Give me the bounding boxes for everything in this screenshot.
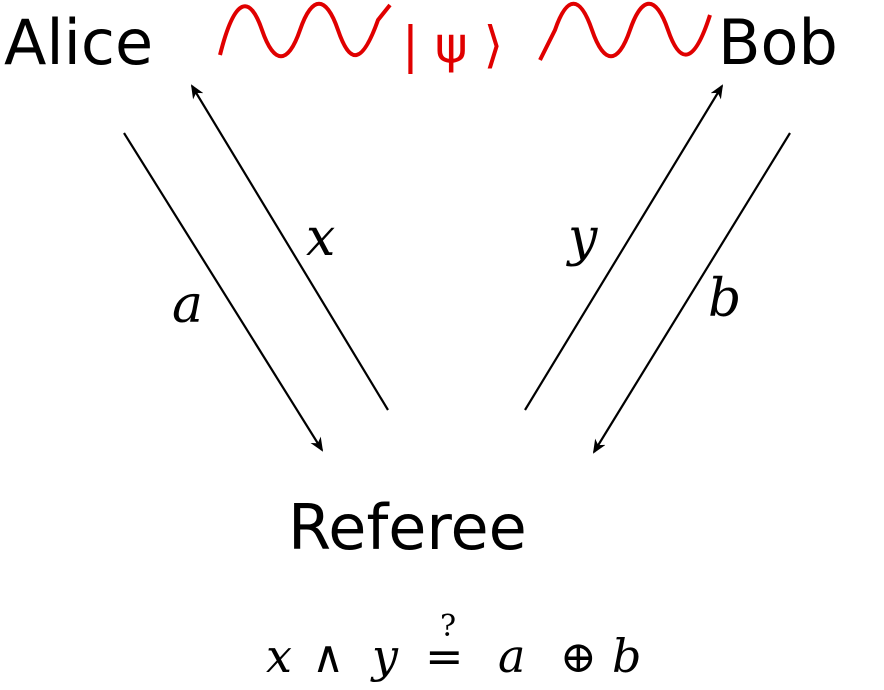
bob-label: Bob xyxy=(718,6,838,79)
condition-equals: = xyxy=(425,629,464,683)
arrow-alice-to-referee xyxy=(123,132,324,452)
condition-question: ? xyxy=(440,609,456,644)
entanglement-wave-right xyxy=(538,1,712,61)
condition-and: ∧ xyxy=(312,632,344,683)
ket-psi-label: | ψ ⟩ xyxy=(402,16,503,74)
entanglement-wave-left xyxy=(218,1,392,59)
alice-label: Alice xyxy=(4,6,153,79)
condition-a: a xyxy=(498,629,525,683)
condition-y: y xyxy=(370,629,399,683)
label-x: x xyxy=(306,208,335,268)
label-b: b xyxy=(708,269,741,329)
referee-label: Referee xyxy=(288,491,527,564)
arrow-referee-to-alice xyxy=(190,84,389,411)
arrow-bob-to-referee xyxy=(592,132,791,454)
label-a: a xyxy=(172,275,203,335)
condition-x: x xyxy=(266,629,292,683)
condition-xor: ⊕ xyxy=(560,632,597,683)
condition-b: b xyxy=(612,629,641,683)
winning-condition: x ∧ y ? = a ⊕ b xyxy=(266,609,641,683)
label-y: y xyxy=(566,208,598,268)
arrow-referee-to-bob xyxy=(524,84,724,411)
